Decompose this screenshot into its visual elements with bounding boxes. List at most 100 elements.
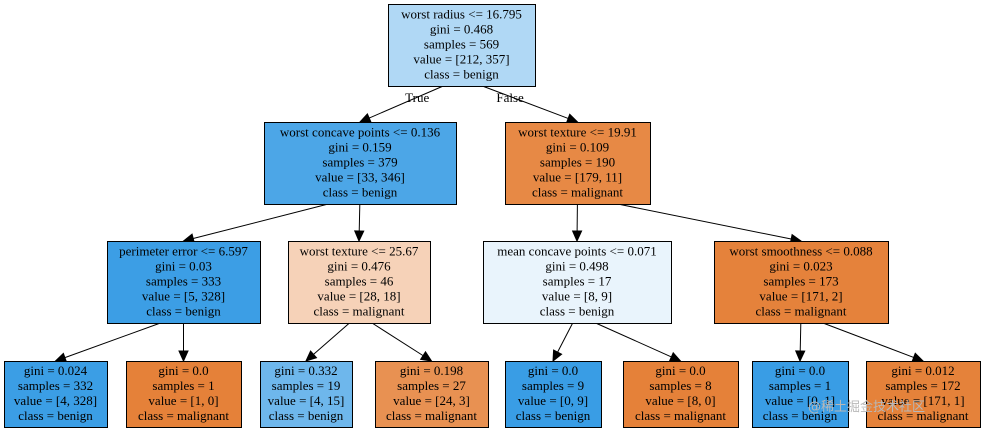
node-box <box>505 122 651 205</box>
node-line: value = [171, 1] <box>881 393 964 408</box>
node-line: value = [8, 0] <box>645 393 715 408</box>
node-line: class = malignant <box>635 408 726 423</box>
node-line: samples = 9 <box>522 378 584 393</box>
node-line: value = [4, 328] <box>14 393 97 408</box>
edge-line <box>313 322 350 355</box>
node-line: samples = 332 <box>18 378 93 393</box>
node-line: value = [171, 2] <box>759 289 842 304</box>
node-line: samples = 172 <box>885 378 960 393</box>
arrow-head <box>794 350 806 363</box>
node-line: class = benign <box>516 408 591 423</box>
node-line: gini = 0.0 <box>158 363 208 378</box>
node-line: samples = 46 <box>325 274 394 289</box>
edge-line <box>822 322 914 358</box>
node-line: class = malignant <box>138 408 229 423</box>
node-line: samples = 1 <box>769 378 831 393</box>
node-box <box>4 361 108 428</box>
node-line: value = [4, 15] <box>268 393 345 408</box>
node-line: class = benign <box>18 408 93 423</box>
arrow-head <box>178 350 189 363</box>
node-line: gini = 0.109 <box>546 140 609 155</box>
node-line: gini = 0.023 <box>769 259 832 274</box>
node-line: value = [24, 3] <box>393 393 470 408</box>
edges-layer: True False <box>54 85 925 363</box>
arrow-head <box>565 113 579 124</box>
node-box <box>375 361 489 428</box>
edge-line <box>482 85 569 119</box>
node-line: value = [33, 346] <box>315 170 405 185</box>
node-box <box>388 4 536 87</box>
node-line: value = [8, 9] <box>542 289 612 304</box>
node-line: samples = 17 <box>543 274 612 289</box>
arrow-head <box>571 230 583 243</box>
node-line: value = [0, 9] <box>518 393 588 408</box>
node-line: samples = 27 <box>397 378 466 393</box>
node-box <box>623 361 739 428</box>
edge-label-false: False <box>496 90 524 105</box>
arrow-head <box>552 349 563 363</box>
node-line: worst texture <= 19.91 <box>518 125 637 140</box>
node-line: class = benign <box>323 185 398 200</box>
node-box <box>714 241 889 324</box>
edge-line <box>64 322 161 359</box>
node-box <box>260 361 353 428</box>
node-line: worst smoothness <= 0.088 <box>729 244 872 259</box>
edge-line <box>799 322 802 352</box>
node-line: value = [1, 0] <box>148 393 218 408</box>
node-line: gini = 0.0 <box>655 363 705 378</box>
node-line: class = malignant <box>532 185 623 200</box>
node-line: mean concave points <= 0.071 <box>497 244 656 259</box>
node-line: samples = 333 <box>146 274 221 289</box>
arrow-head <box>54 352 68 363</box>
arrow-head <box>358 112 372 123</box>
edge-line <box>358 203 361 232</box>
edge-line <box>617 203 792 240</box>
node-box <box>752 361 849 428</box>
arrow-head <box>419 350 433 362</box>
node-box <box>288 241 431 324</box>
node-line: samples = 379 <box>322 155 397 170</box>
arrow-head <box>353 230 365 243</box>
node-line: worst texture <= 25.67 <box>300 244 419 259</box>
node-line: class = benign <box>269 408 344 423</box>
node-box <box>866 361 981 428</box>
edge-line <box>368 85 444 119</box>
node-line: class = malignant <box>386 408 477 423</box>
node-box <box>264 122 457 205</box>
edge-line <box>193 203 329 240</box>
watermark: @稀土掘金技术社区 <box>808 399 925 415</box>
node-line: value = [28, 18] <box>317 289 400 304</box>
node-box <box>483 241 672 324</box>
node-line: value = [212, 357] <box>413 52 509 67</box>
node-line: gini = 0.159 <box>328 140 391 155</box>
node-line: worst radius <= 16.795 <box>401 7 522 22</box>
edge-label-true: True <box>405 90 429 105</box>
node-line: class = benign <box>763 408 838 423</box>
node-line: gini = 0.498 <box>545 259 608 274</box>
node-line: class = malignant <box>755 304 846 319</box>
edge-line <box>371 322 424 357</box>
node-line: samples = 569 <box>424 37 499 52</box>
node-line: class = malignant <box>877 408 968 423</box>
node-box <box>107 241 261 324</box>
node-line: value = [179, 11] <box>533 170 622 185</box>
node-line: class = benign <box>540 304 615 319</box>
node-line: class = malignant <box>313 304 404 319</box>
node-line: perimeter error <= 6.597 <box>119 244 248 259</box>
node-line: gini = 0.0 <box>528 363 578 378</box>
